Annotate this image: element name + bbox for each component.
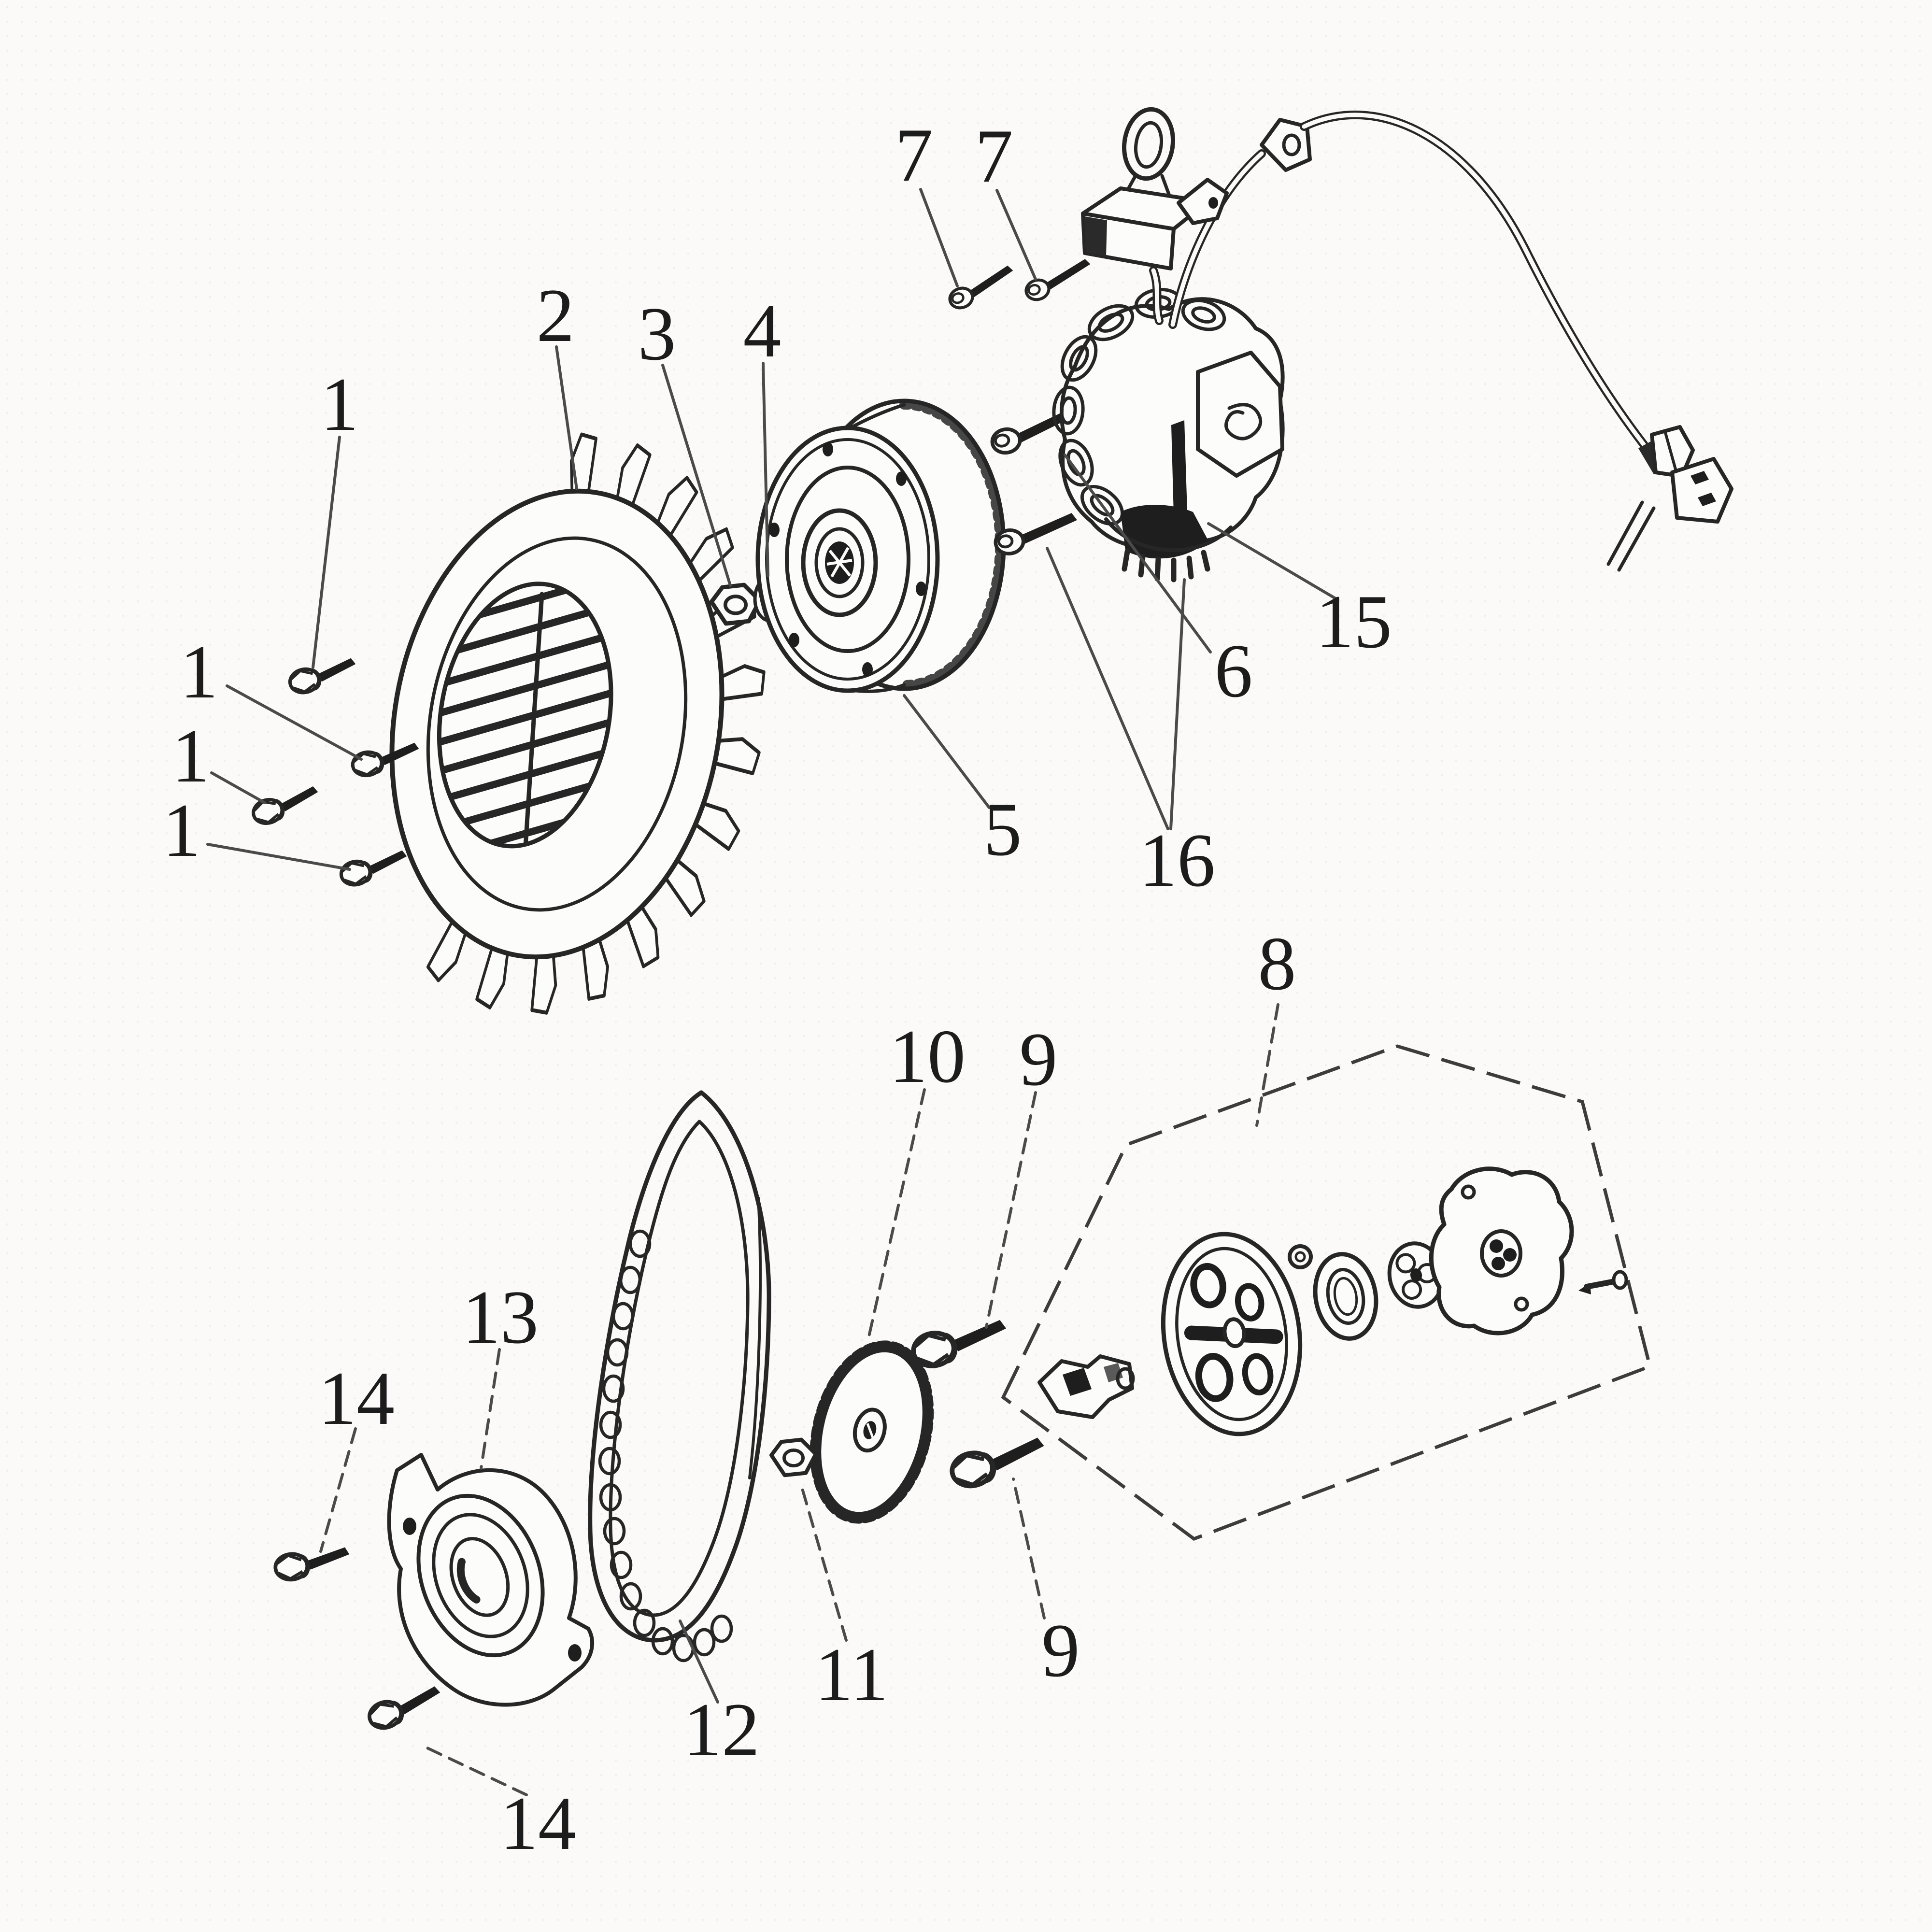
leader-6 [1064,454,1212,653]
leader-4 [762,362,769,577]
callout-9b: 9 [1042,1608,1080,1693]
leader-lines [206,188,1339,1796]
pump-drive-cover [387,1453,595,1707]
oil-pump-plunger [1037,1354,1135,1419]
leader-7a [919,188,959,287]
leader-9b [1012,1477,1046,1619]
callout-13: 13 [462,1275,539,1360]
callouts: 1 1 1 1 2 3 4 5 6 7 7 8 9 9 10 11 12 13 … [163,113,1392,1866]
callout-14b: 14 [500,1781,576,1866]
connector-plug-large [1670,457,1733,524]
wire-clamp [1260,118,1312,172]
leader-13 [480,1348,501,1470]
leader-14b [421,1744,528,1796]
bolt-9b [949,1436,1049,1490]
bolt-1a [287,657,359,695]
leader-1c [210,771,266,804]
leader-11 [799,1482,848,1642]
callout-6: 6 [1215,629,1253,713]
connector-plug-small [1650,425,1695,478]
pickup-coil-assembly [1081,107,1229,270]
leader-8 [1255,1003,1279,1127]
o-ring [1288,1244,1313,1269]
leader-15 [1207,522,1339,601]
wiring-harness [1149,110,1733,572]
callout-9a: 9 [1020,1017,1058,1102]
callout-15: 15 [1316,580,1392,664]
callout-5: 5 [984,787,1022,872]
screw-16 [993,512,1080,555]
callout-1a: 1 [321,362,359,447]
leader-3 [661,364,732,587]
oil-pump-assembly [1001,1044,1652,1541]
callout-2: 2 [537,273,575,358]
leader-1d [206,843,351,871]
callout-3: 3 [638,292,676,376]
cooling-fan-flywheel [389,422,809,1047]
bolt-1c [251,785,323,826]
chain-links [598,1229,733,1662]
callout-16: 16 [1139,818,1215,903]
cam-chain [588,1090,771,1662]
leader-1a [312,436,341,669]
callout-1b: 1 [180,630,218,714]
callout-12: 12 [683,1688,760,1772]
callout-10: 10 [889,1014,966,1099]
leader-7b [995,189,1037,281]
pump-cover-plate [1429,1166,1574,1335]
callout-11: 11 [815,1633,888,1717]
bolt-14b [366,1685,445,1732]
leader-14a [319,1427,357,1553]
nut-11 [769,1437,818,1477]
leader-10 [866,1088,926,1344]
callout-14a: 14 [318,1356,395,1441]
bolt-14a [274,1547,351,1581]
callout-4: 4 [743,289,781,373]
leader-5 [903,694,991,809]
fan-louvers [421,570,631,860]
screw-7a [945,264,1019,311]
leader-16a [1046,547,1169,830]
callout-1d: 1 [163,788,201,873]
assembly-boundary [1001,1044,1652,1541]
leader-2 [555,345,578,490]
pump-cover-screw [1578,1270,1628,1294]
leader-1b [226,684,363,761]
rotor-bolt-holes [769,442,926,677]
oil-pump-sprocket [810,1340,934,1524]
oil-seal-ring [1313,1252,1378,1341]
oil-pump-rotor [1161,1232,1303,1436]
screw-7b [1022,258,1096,302]
ignition-coil-block [1196,351,1284,478]
stator-assembly [1052,288,1285,582]
leader-12 [679,1619,719,1704]
leader-9a [985,1091,1037,1329]
leader-16b [1169,578,1186,830]
callout-7b: 7 [975,114,1013,199]
callout-7a: 7 [895,113,933,198]
bolt-9a [910,1319,1010,1369]
callout-8: 8 [1258,922,1296,1006]
magneto-rotor [755,398,1006,693]
callout-1c: 1 [172,714,210,798]
